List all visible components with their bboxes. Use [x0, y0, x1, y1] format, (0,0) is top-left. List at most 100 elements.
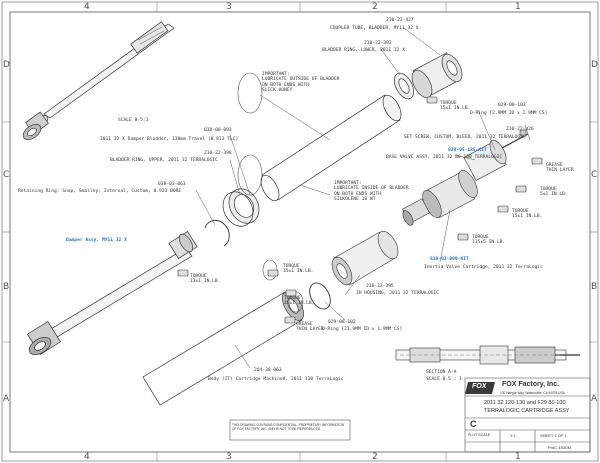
torque-label: TORQUE: [440, 101, 457, 106]
sheet-number: SHEET 1 OF 1: [540, 433, 567, 438]
torque-value: 15±1 IN.LB.: [512, 214, 543, 220]
leader-lines: [195, 27, 531, 369]
lubricate-outside-text: LUBRICATE OUTSIDE OF BLADDER: [262, 77, 340, 83]
torque-label: TORQUE: [472, 235, 489, 240]
base-valve-label: BASE VALVE ASSY, 2011 32 80-100 TERRALOG…: [386, 155, 503, 160]
both-ends-text: ON BOTH ENDS WITH: [334, 191, 382, 197]
grease-label: GREASE: [546, 163, 563, 168]
important-note-2: IMPORTANT: LUBRICATE INSIDE OF BLADDER O…: [334, 181, 409, 202]
part-210-22-398: 210-22-398: [204, 151, 232, 156]
zone-col-1-bottom: 1: [515, 452, 521, 462]
bladder-ring-lower: [394, 72, 414, 100]
grease-label: GREASE: [296, 322, 313, 327]
zone-col-2-bottom: 2: [372, 452, 378, 462]
torque-note-2: TORQUE 15±1 IN.LB.: [440, 101, 470, 112]
lubricate-inside-text: LUBRICATE INSIDE OF BLADDER: [334, 186, 409, 192]
part-820-05-185-kit: 820-05-185-KIT: [448, 148, 487, 153]
zone-row-b-right: B: [591, 282, 598, 292]
torque-note-6: TORQUE 15±1 IN.LB.: [283, 264, 313, 275]
part-029-08-102: 029-08-102: [328, 320, 356, 325]
coupler-tube-label: COUPLER TUBE, BLADDER, MY11 32 X: [330, 26, 419, 31]
part-810-03-099-kit: 810-03-099-KIT: [430, 257, 469, 262]
torque-value: 13±1 IN.LB.: [190, 279, 221, 285]
company-address: 130 Hangar Way, Watsonville, CA 95076 US…: [500, 391, 565, 395]
zone-col-3-top: 3: [226, 2, 232, 12]
zone-row-a-right: A: [591, 394, 598, 404]
zone-col-4-bottom: 4: [84, 452, 90, 462]
zone-col-2-top: 2: [372, 2, 378, 12]
damper-assy-label: Damper Assy, MY11 32 X: [66, 238, 127, 243]
scale-label: SCALE 0.5:1: [118, 118, 149, 123]
zone-col-1-top: 1: [515, 2, 521, 12]
set-screw-label: SET SCREW, CUSTOM, BLEED, 2011 32 TERRAL…: [404, 135, 526, 140]
fox-logo-text: FOX: [472, 383, 487, 390]
part-204-38-063: 204-38-063: [254, 368, 282, 373]
torque-label: TORQUE: [540, 187, 557, 192]
company-name: FOX Factory, Inc.: [502, 381, 560, 388]
torque-value: 15±1 IN.LB.: [284, 301, 315, 307]
part-210-22-426: 210-22-426: [506, 127, 534, 132]
zone-col-3-bottom: 3: [226, 452, 232, 462]
damper-shaft-assembly: [22, 21, 175, 140]
damper-assembly: [26, 231, 198, 356]
silkolene-text: SILKOLENE 10 WT: [334, 196, 376, 202]
damper-bladder-label: 2011 32 X Damper Bladder, 130mm Travel (…: [100, 137, 239, 142]
part-038-00-093: 038-00-093: [204, 128, 232, 133]
retaining-ring: [204, 219, 230, 247]
bladder-ring-upper-label: BLADDER RING, UPPER, 2011 32 TERRALOGIC: [110, 158, 218, 163]
part-number: PrdC 450DM: [548, 445, 572, 450]
cartridge-body: [142, 291, 304, 406]
cartridge-body-label: Body (IT) Cartridge Machined, 2011 130 T…: [208, 377, 344, 382]
bladder-ring-lower-label: BLADDER RING, LOWER, 2011 32 X: [322, 48, 405, 53]
sheet-size: C: [470, 419, 477, 429]
thin-layer-text: THIN LAYER: [546, 168, 574, 174]
part-038-03-063: 038-03-063: [158, 182, 186, 187]
zone-row-d-left: D: [3, 60, 10, 70]
ih-housing: [331, 230, 399, 286]
torque-icons: [177, 96, 543, 324]
torque-note-3: TORQUE 5±1 IN.LB.: [540, 187, 568, 198]
important-label: IMPORTANT:: [334, 181, 362, 186]
torque-label: TORQUE: [512, 209, 529, 214]
torque-label: TORQUE: [284, 296, 301, 301]
zone-row-c-left: C: [3, 170, 10, 180]
drawing-title: 2011 32 120-130 and F29 80-100: [484, 400, 566, 406]
torque-note-7: TORQUE 15±1 IN.LB.: [284, 296, 314, 307]
damper-bladder: [260, 94, 402, 202]
torque-label: TORQUE: [283, 264, 300, 269]
zone-row-a-left: A: [3, 394, 10, 404]
section-scale-label: SCALE 0.5 : 1: [426, 377, 462, 382]
part-029-08-103: 029-08-103: [498, 103, 526, 108]
o-ring-2-label: O-Ring [21.9MM ID x 1.9MM CS]: [322, 327, 403, 332]
fox-logo: [465, 382, 495, 394]
plot-scale-label: PLOT SCALE: [468, 433, 491, 437]
zone-col-4-top: 4: [84, 2, 90, 12]
ih-housing-label: IH HOUSING, 2011 32 TERRALOGIC: [356, 291, 439, 296]
title-block: [229, 377, 591, 453]
zone-row-c-right: C: [591, 170, 598, 180]
zone-row-b-left: B: [3, 282, 10, 292]
important-note-1: IMPORTANT: LUBRICATE OUTSIDE OF BLADDER …: [262, 72, 339, 93]
proprietary-notice: THIS DRAWING CONTAINS CONFIDENTIAL, PROP…: [232, 423, 345, 432]
grease-note-2: GREASE THIN LAYER: [296, 322, 324, 333]
coupler-tube: [411, 52, 463, 99]
torque-value: 15±1 IN.LB.: [440, 106, 471, 112]
retaining-ring-label: Retaining Ring: Snap, Smalley, Internal,…: [18, 189, 182, 194]
plot-scale-value: 1:1: [510, 433, 516, 438]
inertia-valve-cartridge: [402, 170, 478, 226]
drawing-subtitle: TERRALOGIC CARTRIDGE ASSY: [484, 408, 570, 414]
section-a-a-view: [395, 345, 580, 365]
slick-honey-text: SLICK HONEY: [262, 87, 293, 93]
torque-label: TORQUE: [190, 274, 207, 279]
o-ring-lower: [309, 282, 331, 310]
important-label: IMPORTANT:: [262, 72, 290, 77]
part-210-22-427: 210-22-427: [386, 18, 414, 23]
torque-value: 115±5 IN.LB.: [472, 240, 506, 246]
both-ends-text: ON BOTH ENDS WITH: [262, 82, 310, 88]
inertia-valve-label: Inertia Valve Cartridge, 2011 32 TerraLo…: [424, 265, 543, 270]
part-210-22-395: 210-22-395: [366, 284, 394, 289]
section-label: SECTION A-A: [426, 370, 457, 375]
torque-value: 15±1 IN.LB.: [283, 269, 314, 275]
